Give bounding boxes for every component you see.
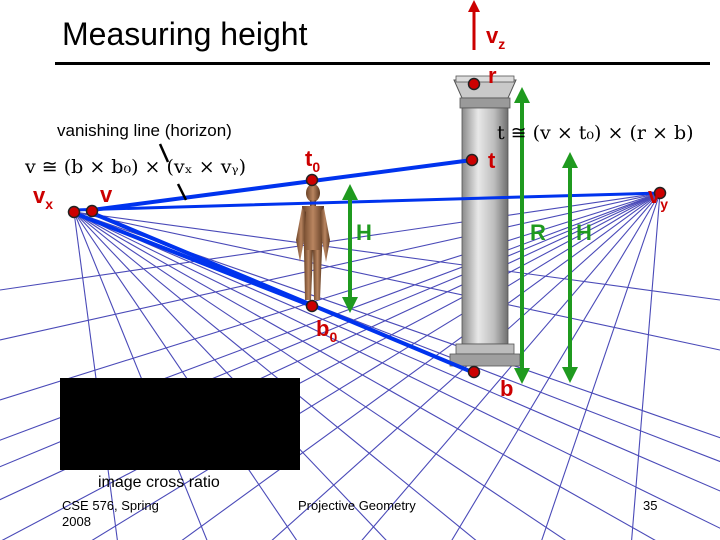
label-b: b bbox=[500, 376, 514, 401]
point-vx bbox=[67, 205, 81, 219]
label-vy: vy bbox=[648, 183, 669, 212]
label-H-left: H bbox=[356, 220, 372, 245]
label-R: R bbox=[530, 220, 546, 245]
points bbox=[67, 77, 667, 379]
title-underline bbox=[55, 62, 710, 65]
footer-course-line1: CSE 576, Spring bbox=[62, 498, 159, 513]
horizon-label: vanishing line (horizon) bbox=[57, 121, 232, 140]
label-t0: t0 bbox=[305, 146, 321, 175]
grid-line bbox=[0, 192, 661, 401]
human-figure bbox=[296, 184, 330, 300]
label-vz: vz bbox=[486, 23, 506, 52]
footer-page-number: 35 bbox=[643, 498, 658, 513]
grid-line bbox=[73, 211, 720, 529]
construction-lines bbox=[72, 158, 662, 374]
grid-line bbox=[73, 211, 720, 351]
grid-line bbox=[73, 211, 720, 439]
footer-course: CSE 576, Spring 2008 bbox=[62, 498, 159, 531]
point-b0 bbox=[305, 299, 319, 313]
column bbox=[449, 75, 521, 367]
point-t0 bbox=[305, 173, 319, 187]
footer-course-line2: 2008 bbox=[62, 514, 91, 530]
grid-line bbox=[541, 192, 661, 540]
footer-topic: Projective Geometry bbox=[298, 498, 416, 513]
grid-line bbox=[0, 192, 661, 468]
point-b bbox=[467, 365, 481, 379]
black-box bbox=[60, 378, 300, 470]
label-vx: vx bbox=[33, 183, 54, 212]
line-v-t bbox=[90, 158, 474, 212]
grid-line bbox=[0, 192, 661, 291]
cross-ratio-caption: image cross ratio bbox=[98, 474, 220, 491]
point-vy bbox=[653, 186, 667, 200]
grid-line bbox=[73, 211, 567, 540]
height-arrows bbox=[342, 87, 578, 384]
slide-title: Measuring height bbox=[62, 16, 308, 52]
line-vx-b0 bbox=[72, 211, 314, 308]
point-v bbox=[85, 204, 99, 218]
grid-line bbox=[1, 192, 661, 540]
formula-t: t ≅ (v × t₀) × (r × b) bbox=[497, 122, 694, 144]
label-H-right: H bbox=[576, 220, 592, 245]
grid-line bbox=[271, 192, 661, 540]
point-t bbox=[465, 153, 479, 167]
label-t: t bbox=[488, 148, 496, 173]
label-r: r bbox=[488, 63, 497, 88]
horizon-pointers bbox=[158, 143, 188, 201]
label-v: v bbox=[100, 182, 113, 207]
grid-line bbox=[631, 192, 661, 540]
grid-line bbox=[73, 211, 720, 492]
point-r bbox=[467, 77, 481, 91]
grid-line bbox=[0, 192, 661, 341]
grid-line bbox=[73, 211, 656, 540]
grid-line bbox=[91, 192, 661, 540]
grid-line bbox=[451, 192, 661, 540]
grid-line bbox=[361, 192, 661, 540]
formula-v: v ≅ (b × b₀) × (vₓ × vᵧ) bbox=[25, 156, 246, 178]
label-b0: b0 bbox=[316, 316, 338, 345]
grid-line bbox=[73, 211, 720, 301]
